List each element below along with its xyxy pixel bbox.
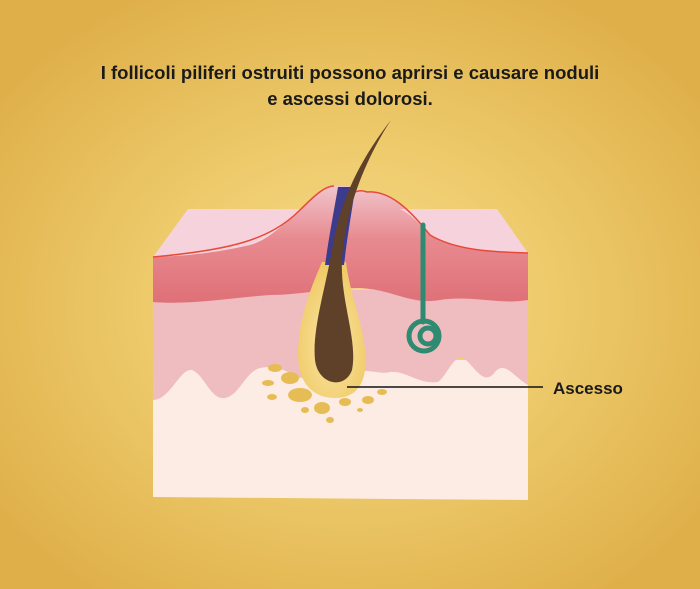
diagram-title: I follicoli piliferi ostruiti possono ap… [0,60,700,112]
skin-surface-right [400,209,528,253]
title-line-2: e ascessi dolorosi. [267,88,433,109]
nodule-outline [152,185,529,258]
skin-surface [153,209,300,257]
title-line-1: I follicoli piliferi ostruiti possono ap… [100,62,600,83]
sweat-gland [406,222,442,354]
abscess-pus [262,364,387,423]
abscess-label: Ascesso [553,379,623,398]
subcutaneous-layer [153,360,528,500]
hair-shaft [314,120,391,383]
